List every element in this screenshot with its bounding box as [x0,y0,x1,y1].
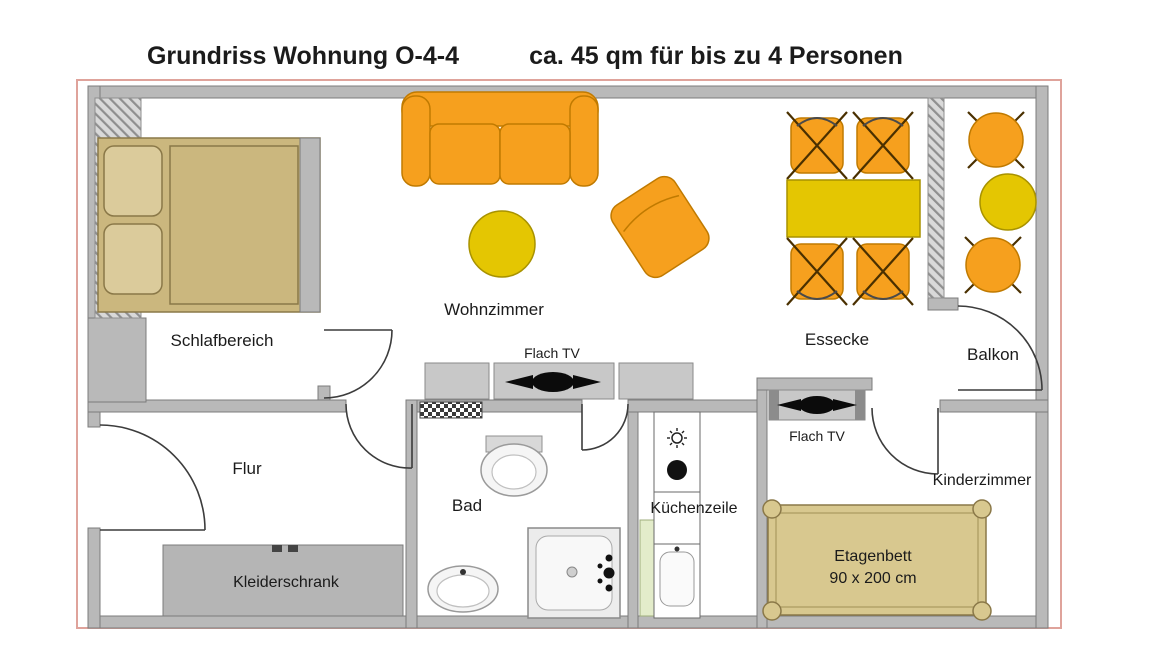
label-kleiderschrank: Kleiderschrank [233,574,340,591]
dining-table [786,179,921,238]
label-flach-tv-living: Flach TV [524,345,580,361]
shower [527,527,621,619]
bed-pillow [103,223,163,295]
sofa [401,91,599,187]
label-flur: Flur [232,459,262,478]
plan-title: Grundriss Wohnung O-4-4 [147,42,459,70]
kitchen-sink-icon [659,546,695,607]
toilet [480,435,548,497]
wardrobe [162,544,404,617]
door-balcony [957,305,1043,391]
bunk-bed [762,499,992,621]
window-wall-balcony [927,97,945,299]
dining-chair [786,111,848,180]
label-essecke: Essecke [805,330,869,349]
label-etagenbett: Etagenbett [834,548,912,565]
label-etagenbett-size: 90 x 200 cm [829,570,916,587]
walls [87,85,1049,629]
shower-head-icon [597,554,615,592]
door-hall [345,403,413,469]
balcony-furniture [964,111,1037,294]
balcony-table [979,173,1037,231]
label-schlafbereich: Schlafbereich [170,331,273,350]
label-balkon: Balkon [967,345,1019,364]
label-wohnzimmer: Wohnzimmer [444,300,544,319]
label-bad: Bad [452,496,482,515]
door-entrance [99,424,206,531]
stove-burner-icon [667,428,687,480]
bed-pillow [103,145,163,217]
kitchen-unit [639,411,701,619]
armchair [610,175,710,279]
dining-chair [852,237,914,306]
label-flach-tv-kids: Flach TV [789,428,845,444]
flat-tv-kids [777,396,857,414]
double-bed [97,137,321,313]
balcony-chair [967,111,1025,169]
side-table [468,210,536,278]
balcony-chair [964,236,1022,294]
dining-chair [786,237,848,306]
door-bathroom [581,403,629,451]
doors [99,305,1043,531]
radiator [419,401,483,419]
plan-capacity: ca. 45 qm für bis zu 4 Personen [529,42,903,70]
dining-chair [852,111,914,180]
label-kuechenzeile: Küchenzeile [650,500,737,517]
dining-set [786,111,921,306]
bathroom-sink [427,565,499,613]
door-kids-room [871,407,939,475]
wardrobe-handle [288,545,298,552]
flat-tv-living [505,372,601,392]
wardrobe-handle [272,545,282,552]
door-bedroom [323,329,393,399]
bed-footboard [299,137,321,313]
label-kinderzimmer: Kinderzimmer [933,472,1032,489]
